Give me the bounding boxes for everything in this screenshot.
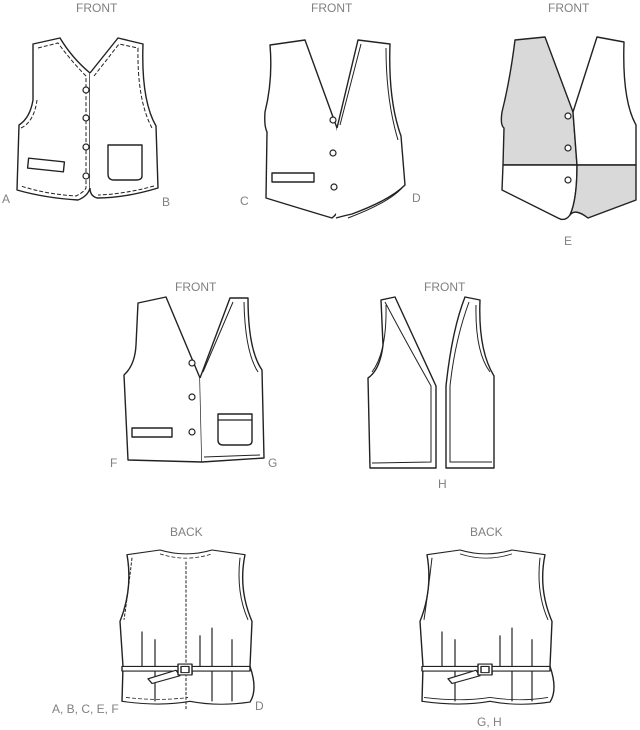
view-1-heading: FRONT: [76, 1, 118, 15]
view-a-label: A: [2, 192, 10, 206]
view-4-heading: FRONT: [175, 280, 217, 294]
back-1-label: A, B, C, E, F: [52, 702, 119, 716]
view-3-heading: FRONT: [548, 1, 590, 15]
vest-back-g-h: [419, 549, 555, 705]
vest-front-h: [367, 296, 495, 469]
view-d-label: D: [412, 191, 421, 205]
vest-front-f-g: [123, 296, 265, 463]
view-c-label: C: [240, 194, 249, 208]
vest-front-a-b: [16, 37, 159, 201]
view-2-heading: FRONT: [311, 1, 353, 15]
view-h-label: H: [438, 477, 447, 491]
view-5-heading: FRONT: [424, 280, 466, 294]
view-g-label: G: [268, 456, 277, 470]
vest-front-e: [500, 36, 637, 221]
vest-front-c-d: [264, 39, 406, 219]
view-f-label: F: [110, 456, 117, 470]
back-d-label: D: [255, 699, 264, 713]
back-1-heading: BACK: [170, 525, 203, 539]
vest-back-a-b-c-e-f-d: [119, 549, 255, 710]
back-2-label: G, H: [477, 715, 502, 729]
back-2-heading: BACK: [470, 525, 503, 539]
view-b-label: B: [162, 195, 170, 209]
view-e-label: E: [564, 234, 572, 248]
